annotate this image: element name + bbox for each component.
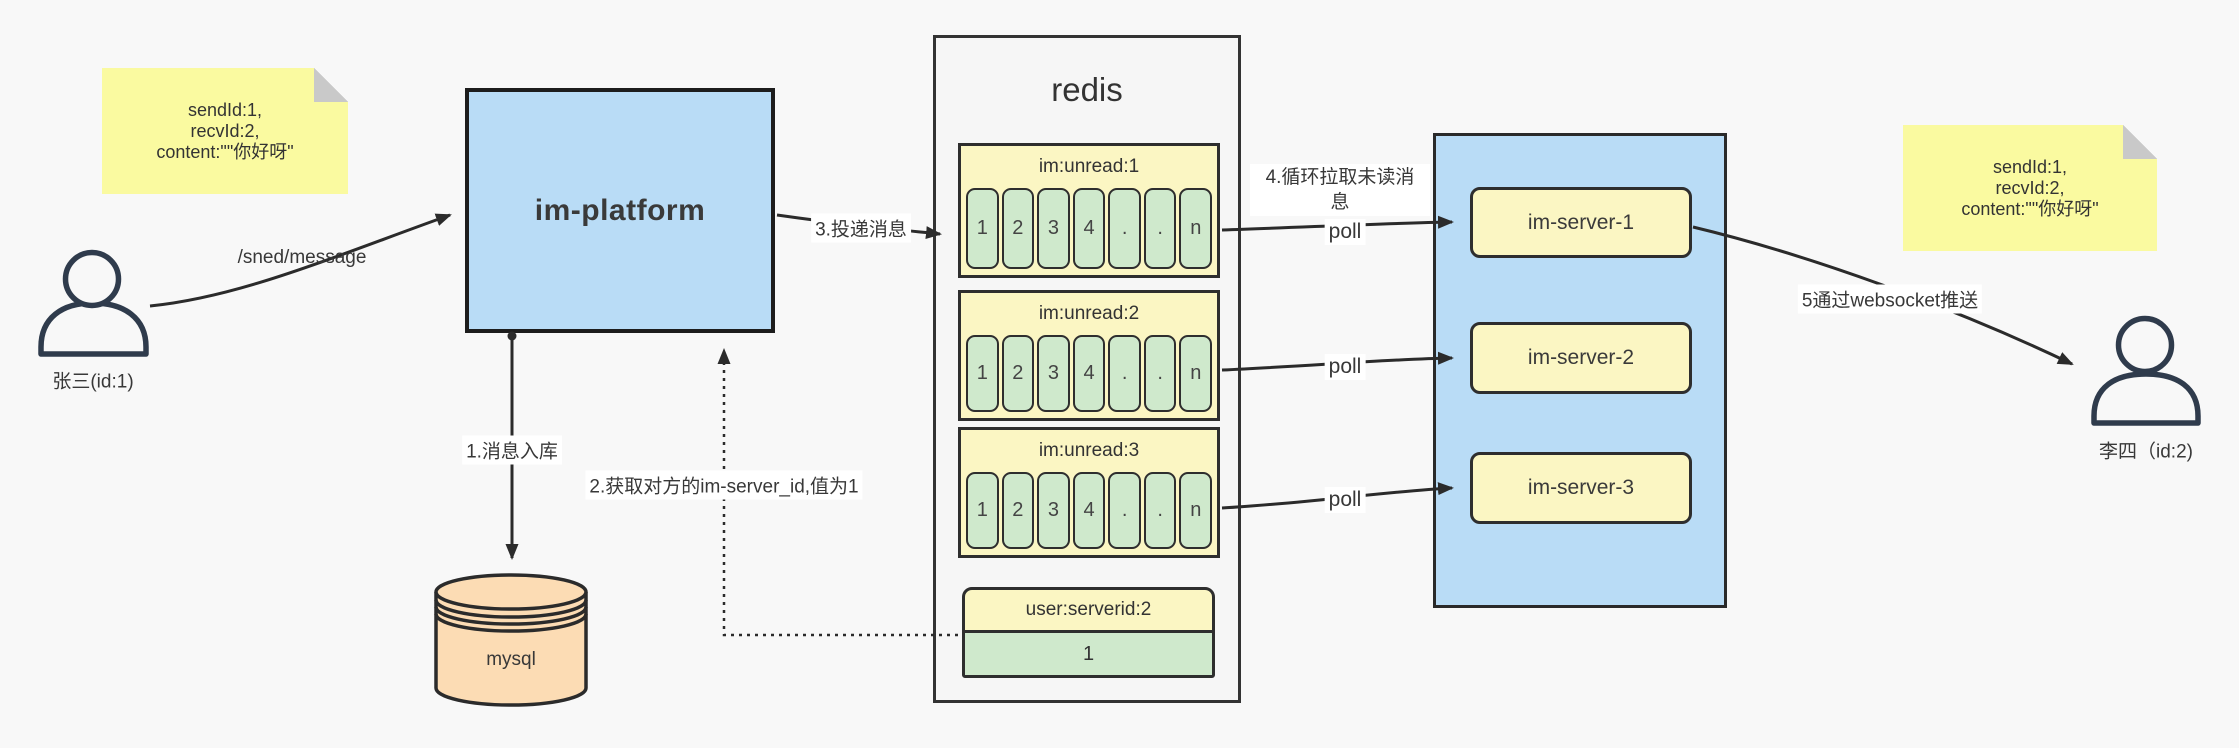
edge-label-step5: 5通过websocket推送 xyxy=(1797,284,1983,314)
redis-queue-2: im:unread:2 1 2 3 4 . . n xyxy=(958,290,1220,421)
sender-person-icon xyxy=(38,249,149,357)
im-server-3-box: im-server-3 xyxy=(1470,452,1692,524)
queue-cell: . xyxy=(1108,188,1141,269)
note-line: recvId:2, xyxy=(190,120,260,141)
queue-cell: n xyxy=(1179,472,1213,549)
note-line: sendId:1, xyxy=(1992,156,2068,177)
mysql-cylinder xyxy=(434,573,588,707)
queue-cell: n xyxy=(1179,335,1213,412)
queue-name: im:unread:1 xyxy=(1038,156,1140,177)
queue-cell: 1 xyxy=(966,335,999,412)
sticky-note-left: sendId:1, recvId:2, content:""你好呀" xyxy=(102,68,348,194)
queue-cell: . xyxy=(1143,188,1177,269)
note-line: content:""你好呀" xyxy=(1961,198,2099,219)
im-server-1-label: im-server-1 xyxy=(1527,210,1635,234)
queue-cells: 1 2 3 4 . . n xyxy=(966,335,1213,412)
im-server-2-label: im-server-2 xyxy=(1527,346,1635,369)
edge-label-poll-3: poll xyxy=(1324,487,1366,513)
im-server-2-box: im-server-2 xyxy=(1470,322,1692,394)
queue-cell: . xyxy=(1143,335,1177,412)
edge-label-step2: 2.获取对方的im-server_id,值为1 xyxy=(585,470,863,500)
sticky-note-right: sendId:1, recvId:2, content:""你好呀" xyxy=(1903,125,2157,251)
queue-name: im:unread:2 xyxy=(1038,303,1140,324)
note-line: sendId:1, xyxy=(187,99,263,120)
im-platform-box: im-platform xyxy=(465,88,775,333)
queue-cell: 4 xyxy=(1072,188,1106,269)
mysql-label: mysql xyxy=(486,649,536,670)
queue-cell: 3 xyxy=(1037,188,1070,269)
user-serverid-box: user:serverid:2 1 xyxy=(962,587,1215,678)
queue-cell: 3 xyxy=(1037,472,1070,549)
edge-label-send: /sned/message xyxy=(237,247,367,268)
queue-cell: . xyxy=(1108,335,1141,412)
edge-label-poll-1: poll xyxy=(1324,219,1366,245)
queue-cells: 1 2 3 4 . . n xyxy=(966,472,1213,549)
queue-cell: 4 xyxy=(1072,472,1106,549)
note-line: recvId:2, xyxy=(1995,177,2065,198)
im-server-3-label: im-server-3 xyxy=(1527,476,1635,499)
edge-label-poll-2: poll xyxy=(1324,354,1366,380)
user-serverid-key: user:serverid:2 xyxy=(965,590,1212,633)
queue-cell: n xyxy=(1179,188,1213,269)
queue-cell: 4 xyxy=(1072,335,1106,412)
queue-cell: 2 xyxy=(1001,335,1035,412)
redis-queue-1: im:unread:1 1 2 3 4 . . n xyxy=(958,143,1220,278)
edge-label-step3: 3.投递消息 xyxy=(811,213,911,243)
im-platform-label: im-platform xyxy=(534,193,706,227)
queue-cell: 1 xyxy=(966,188,999,269)
edge-label-step1: 1.消息入库 xyxy=(462,435,562,465)
queue-cell: . xyxy=(1143,472,1177,549)
redis-title: redis xyxy=(1051,71,1123,108)
edge-label-step4-line2: 息 xyxy=(1330,192,1350,213)
receiver-person-icon xyxy=(2091,315,2201,426)
edge-label-step4: 4.循环拉取未读消 息 xyxy=(1250,164,1430,216)
queue-cells: 1 2 3 4 . . n xyxy=(966,188,1213,269)
sender-label: 张三(id:1) xyxy=(52,371,134,393)
queue-name: im:unread:3 xyxy=(1038,440,1140,461)
queue-cell: 3 xyxy=(1037,335,1070,412)
user-serverid-value: 1 xyxy=(965,633,1212,675)
note-line: content:""你好呀" xyxy=(156,141,294,162)
queue-cell: 2 xyxy=(1001,188,1035,269)
queue-cell: . xyxy=(1108,472,1141,549)
queue-cell: 2 xyxy=(1001,472,1035,549)
im-server-1-box: im-server-1 xyxy=(1470,187,1692,258)
redis-queue-3: im:unread:3 1 2 3 4 . . n xyxy=(958,427,1220,558)
queue-cell: 1 xyxy=(966,472,999,549)
edge-label-step4-line1: 4.循环拉取未读消 xyxy=(1265,167,1415,188)
receiver-label: 李四（id:2) xyxy=(2099,441,2193,463)
